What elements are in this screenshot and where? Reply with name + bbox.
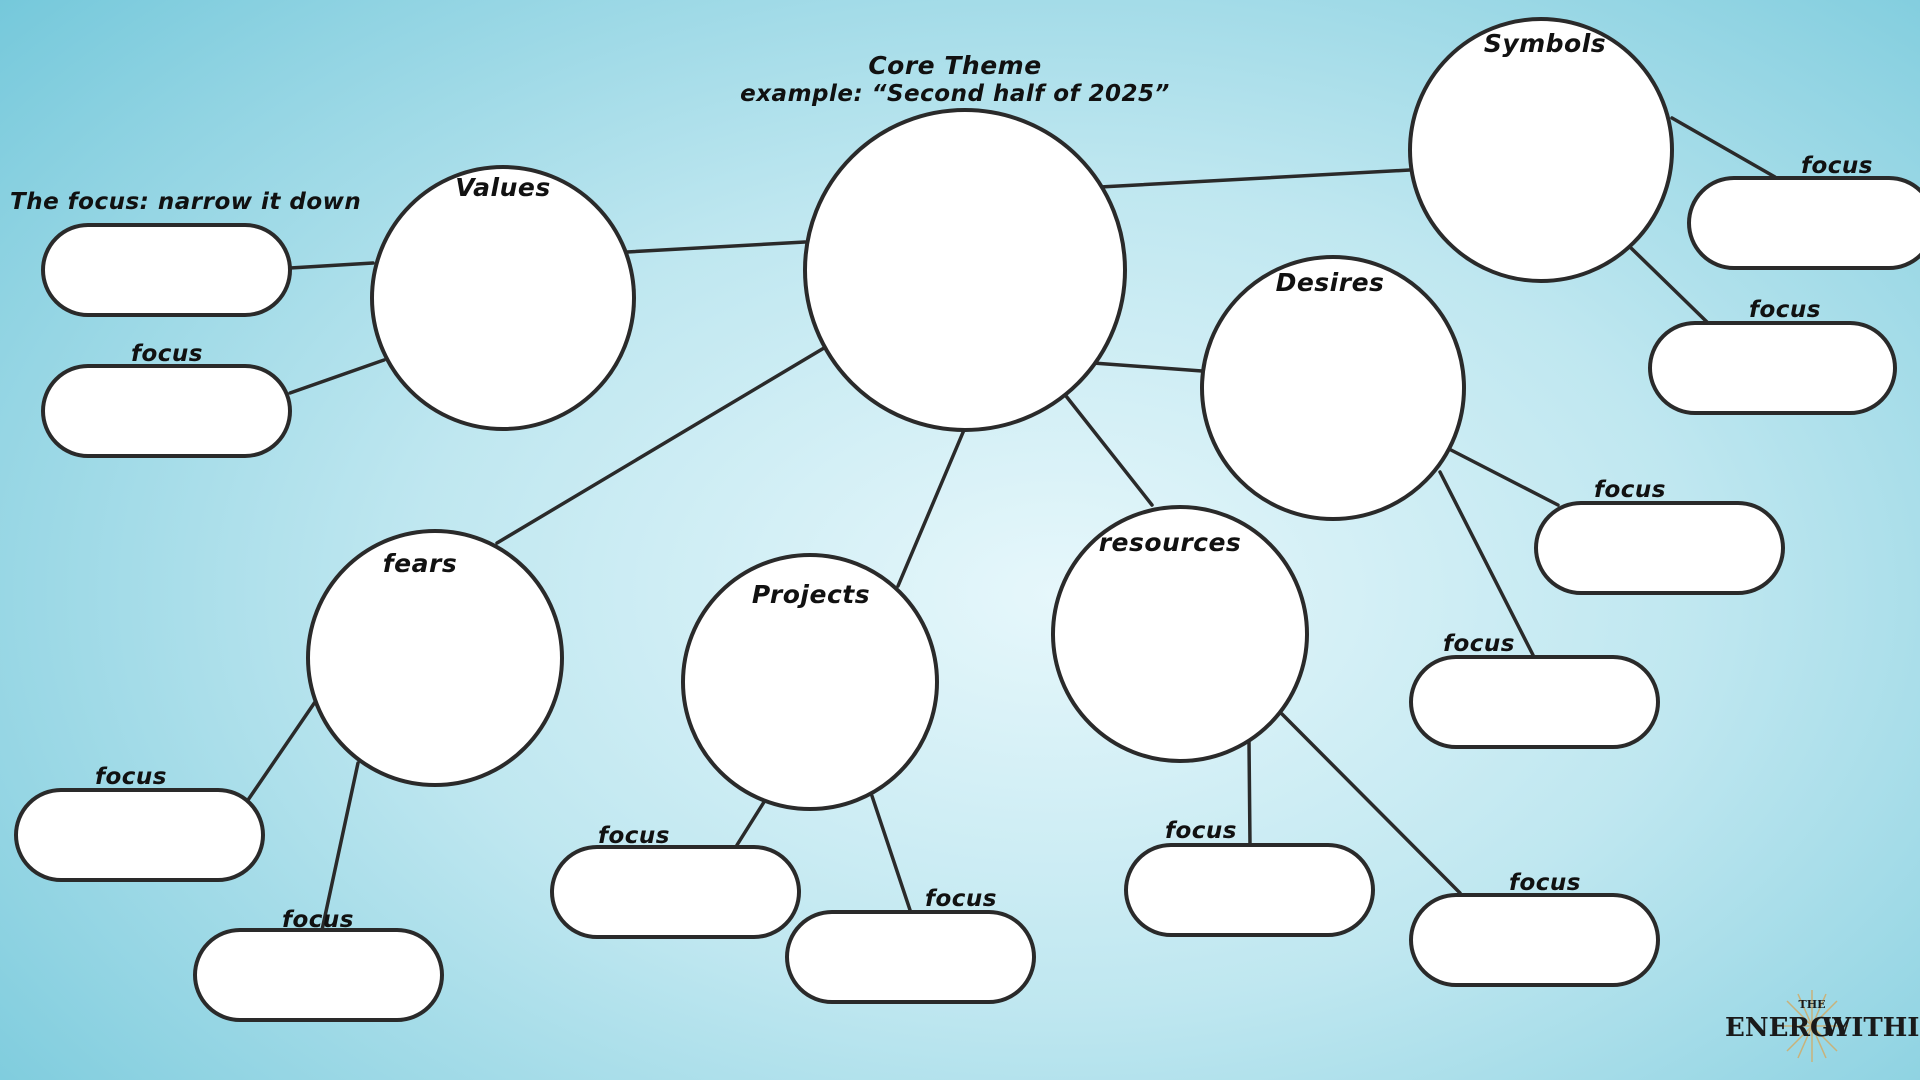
desires-focus-box-1[interactable] [1534,501,1785,595]
fears-label: fears [383,549,457,578]
projects-focus-box-1[interactable] [550,845,801,939]
link-desires-focus-1 [1449,448,1560,507]
link-core-fears [495,346,826,545]
fears-focus-label-1: focus [95,764,167,790]
fears-focus-box-2[interactable] [193,928,444,1022]
fears-circle[interactable] [306,529,564,787]
symbols-label: Symbols [1484,29,1606,58]
desires-focus-label-2: focus [1443,631,1515,657]
link-fears-focus-2 [320,761,360,932]
projects-focus-box-2[interactable] [785,910,1036,1004]
focus-boxes [14,176,1920,1022]
symbols-focus-box-2[interactable] [1648,321,1897,415]
link-core-projects [896,428,966,588]
brand-energy: ENERGY [1725,1013,1851,1043]
link-projects-focus-2 [870,794,912,912]
core-theme-circle[interactable] [803,108,1127,432]
brand-logo: THE ENERGY WITHIN [1725,990,1920,1062]
link-core-desires [1091,361,1204,373]
values-focus-label-2: focus [131,341,203,367]
projects-focus-label-1: focus [598,823,670,849]
fears-focus-box-1[interactable] [14,788,265,882]
core-theme-example: example: “Second half of 2025” [740,81,1170,107]
projects-focus-label-2: focus [925,886,997,912]
focus-hint-label: The focus: narrow it down [10,189,361,215]
link-resources-focus-1 [1247,740,1252,847]
symbols-focus-label-1: focus [1801,153,1873,179]
link-core-resources [1064,394,1154,507]
resources-focus-box-1[interactable] [1124,843,1375,937]
core-theme-title: Core Theme [868,51,1041,80]
link-desires-focus-2 [1438,470,1535,657]
link-fears-focus-1 [246,700,317,802]
resources-focus-box-2[interactable] [1409,893,1660,987]
values-circle[interactable] [370,165,636,431]
link-resources-focus-2 [1280,712,1462,895]
link-projects-focus-1 [735,800,766,847]
nodes [306,17,1674,811]
symbols-circle[interactable] [1408,17,1674,283]
link-values-focus-1 [288,261,375,270]
resources-label: resources [1099,528,1242,557]
link-core-symbols [1098,168,1412,189]
link-symbols-focus-1 [1670,116,1777,179]
symbols-focus-box-1[interactable] [1687,176,1920,270]
resources-focus-label-2: focus [1509,870,1581,896]
brand-the: THE [1799,998,1826,1011]
fears-focus-label-2: focus [282,907,354,933]
resources-focus-label-1: focus [1165,818,1237,844]
link-values-focus-2 [288,358,386,395]
desires-label: Desires [1276,268,1385,297]
projects-label: Projects [752,580,870,609]
values-label: Values [455,173,550,202]
link-symbols-focus-2 [1629,246,1710,325]
labels: Core Theme example: “Second half of 2025… [10,29,1873,933]
desires-circle[interactable] [1200,255,1466,521]
desires-focus-box-2[interactable] [1409,655,1660,749]
desires-focus-label-1: focus [1594,477,1666,503]
sparkle-icon [1776,990,1848,1062]
connectors [246,116,1777,932]
brand-within: WITHIN [1821,1013,1920,1043]
link-core-values [625,240,807,254]
values-focus-box-1[interactable] [41,223,292,317]
resources-circle[interactable] [1051,505,1309,763]
values-focus-box-2[interactable] [41,364,292,458]
symbols-focus-label-2: focus [1749,297,1821,323]
projects-circle[interactable] [681,553,939,811]
